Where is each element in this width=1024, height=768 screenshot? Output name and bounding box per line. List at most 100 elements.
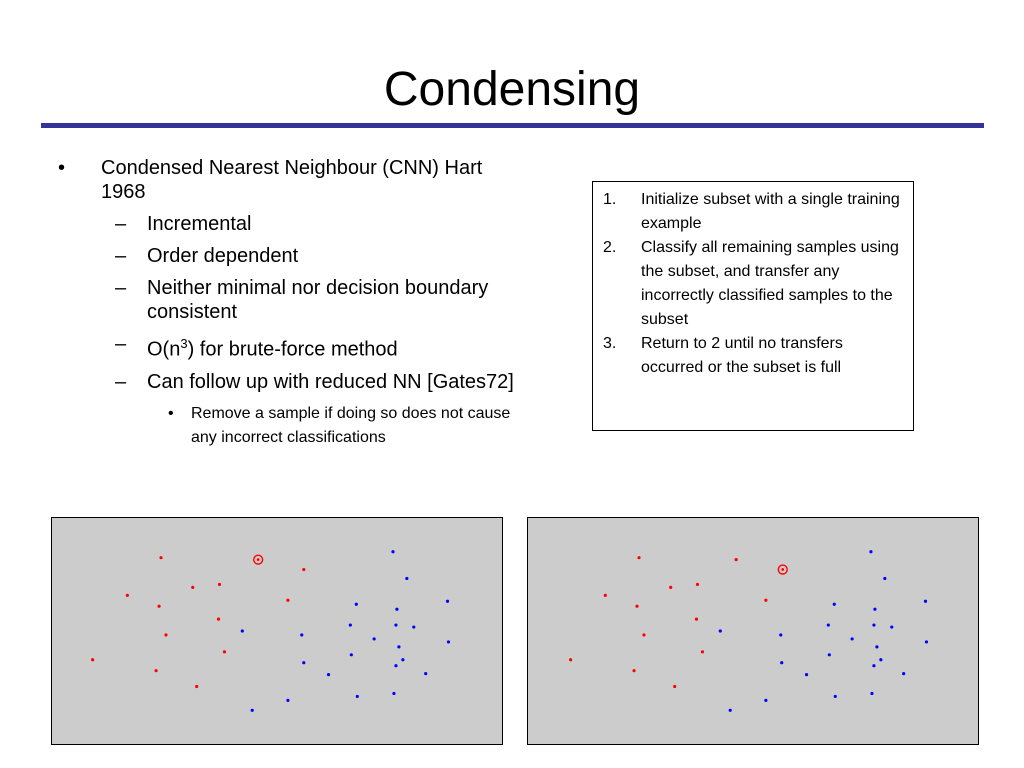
blue-sample-point (924, 640, 929, 644)
blue-sample-point (826, 623, 830, 627)
bullet-text: Order dependent (147, 245, 299, 267)
blue-sample-point (873, 607, 877, 611)
red-sample-point (164, 633, 168, 637)
bullet-mark: • (58, 157, 66, 179)
blue-sample-point (391, 550, 395, 554)
bullet-mark: • (168, 404, 174, 422)
blue-sample-point (883, 576, 887, 581)
step-number: 1. (603, 191, 617, 208)
red-sample-point (700, 650, 705, 654)
blue-sample-point (718, 629, 722, 633)
blue-sample-point (872, 623, 876, 627)
blue-sample-point (424, 672, 428, 676)
blue-sample-point (394, 664, 398, 668)
red-sample-point (669, 585, 673, 589)
blue-sample-point (300, 633, 304, 637)
blue-sample-point (397, 645, 401, 649)
blue-sample-point (405, 576, 409, 581)
dash-mark: – (115, 213, 127, 235)
blue-sample-point (923, 599, 928, 603)
blue-sample-point (728, 708, 732, 712)
blue-sample-point (869, 550, 873, 554)
red-sample-point (125, 593, 129, 597)
bullet-text-after: ) for brute-force method (187, 338, 398, 361)
blue-sample-point (875, 645, 879, 649)
title-divider (41, 123, 984, 128)
bullet-incremental: – Incremental (58, 212, 518, 236)
step-text: Classify all remaining samples using the… (641, 239, 899, 328)
red-sample-point (569, 658, 573, 662)
red-sample-point (195, 684, 199, 689)
slide-title: Condensing (383, 63, 641, 116)
blue-sample-point (302, 661, 306, 665)
bullet-text: Condensed Nearest Neighbour (CNN) Hart 1… (101, 157, 483, 203)
bullet-order-dependent: – Order dependent (58, 244, 518, 268)
red-sample-point (694, 617, 699, 621)
blue-sample-point (833, 694, 837, 699)
red-sample-point (695, 582, 700, 586)
blue-sample-point (372, 637, 376, 641)
bullet-reduced-nn: – Can follow up with reduced NN [Gates72… (58, 370, 518, 394)
blue-sample-point (804, 673, 809, 677)
algorithm-step: 1. Initialize subset with a single train… (603, 188, 905, 236)
bullet-text: Incremental (147, 213, 252, 235)
blue-sample-point (890, 625, 894, 629)
blue-sample-point (832, 602, 836, 606)
blue-sample-point (779, 633, 783, 637)
red-sample-point (642, 633, 646, 637)
blue-sample-point (412, 625, 416, 629)
red-sample-point (302, 567, 306, 572)
scatter-plot-left-svg (91, 550, 451, 712)
algorithm-step: 3. Return to 2 until no transfers occurr… (603, 332, 905, 380)
dash-mark: – (115, 277, 127, 299)
blue-sample-point (250, 708, 254, 712)
bullet-list: • Condensed Nearest Neighbour (CNN) Hart… (58, 156, 518, 450)
red-sample-point (216, 617, 221, 621)
step-text: Return to 2 until no transfers occurred … (641, 335, 843, 376)
blue-sample-point (348, 623, 352, 627)
step-number: 2. (603, 239, 617, 256)
red-sample-point (159, 556, 163, 560)
red-sample-point (673, 684, 677, 689)
bullet-text: Remove a sample if doing so does not cau… (191, 404, 511, 446)
scatter-plot-right (527, 517, 979, 745)
dash-mark: – (115, 333, 127, 355)
bullet-superscript: 3 (180, 336, 188, 351)
blue-sample-point (879, 658, 883, 662)
red-sample-point (91, 658, 95, 662)
scatter-plot-left (51, 517, 503, 745)
selected-sample-ring (777, 564, 788, 575)
blue-sample-point (354, 602, 358, 606)
algorithm-steps-list: 1. Initialize subset with a single train… (593, 182, 913, 380)
bullet-neither-minimal: – Neither minimal nor decision boundary … (58, 276, 518, 324)
blue-sample-point (286, 698, 290, 702)
bullet-complexity: – O(n3) for brute-force method (58, 332, 518, 362)
blue-sample-point (355, 694, 359, 699)
red-sample-point (191, 585, 195, 589)
blue-sample-point (870, 691, 874, 696)
step-text: Initialize subset with a single training… (641, 191, 900, 232)
scatter-plot-right-svg (569, 550, 929, 712)
selected-sample-ring (253, 554, 264, 565)
red-sample-point (222, 650, 227, 654)
blue-sample-point (780, 661, 784, 665)
red-sample-point (734, 558, 738, 562)
blue-sample-point (394, 623, 398, 627)
dash-mark: – (115, 245, 127, 267)
red-sample-point (764, 598, 768, 602)
blue-sample-point (326, 673, 331, 677)
blue-sample-point (446, 640, 451, 644)
blue-sample-point (240, 629, 244, 633)
blue-sample-point (764, 698, 768, 702)
algorithm-steps-box: 1. Initialize subset with a single train… (592, 181, 914, 431)
bullet-text: O(n (147, 338, 181, 361)
red-sample-point (157, 604, 161, 608)
bullet-remove-sample: • Remove a sample if doing so does not c… (58, 402, 518, 450)
red-sample-point (635, 604, 639, 608)
red-sample-point (154, 669, 158, 673)
selected-sample-point (256, 558, 260, 562)
bullet-cnn: • Condensed Nearest Neighbour (CNN) Hart… (58, 156, 518, 204)
red-sample-point (286, 598, 290, 602)
dash-mark: – (115, 370, 127, 393)
blue-sample-point (349, 653, 353, 657)
